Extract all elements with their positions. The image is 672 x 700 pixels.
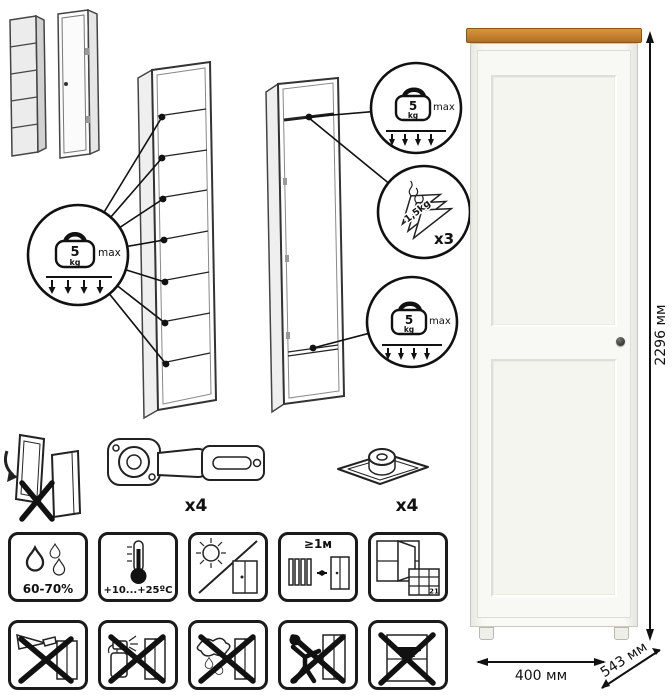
sun-icon (196, 538, 226, 568)
ventilation-pictogram: 21 (368, 532, 448, 602)
wardrobe-body (470, 43, 638, 627)
wardrobe-door (477, 50, 631, 618)
wardrobe-foot-left (479, 627, 494, 640)
rod-cabinet-drawing (265, 76, 346, 414)
thermometer-icon (127, 540, 147, 584)
mini-wardrobe-closed-icon (57, 8, 100, 159)
wardrobe-icon (232, 560, 258, 594)
no-direct-sunlight-pictogram (188, 532, 268, 602)
wardrobe-door-panel-upper (491, 75, 617, 327)
load-arrows-icon (389, 134, 434, 146)
width-dimension-arrow (476, 658, 606, 666)
humidity-label: 60-70% (22, 582, 74, 596)
hanger-count-label: x3 (434, 230, 454, 248)
weight-unit: kg (408, 111, 418, 120)
mounting-foot-icon (337, 448, 429, 485)
heat-distance-label: ≥1м (303, 537, 333, 551)
kettlebell-icon: 5 kg (394, 87, 432, 122)
height-dimension-label: 2296 мм (653, 304, 669, 366)
heat-distance-pictogram: ≥1м (278, 532, 358, 602)
wardrobe-knob (616, 337, 625, 346)
weight-unit: kg (69, 258, 80, 267)
weight-value: 5 (405, 313, 413, 327)
radiator-icon (288, 558, 312, 586)
width-dimension-label: 400 мм (514, 668, 568, 684)
callout-dots (158, 113, 317, 368)
load-arrows-icon (48, 280, 104, 294)
hinge-icon (107, 438, 265, 486)
distance-arrow-icon (317, 570, 327, 576)
mini-wardrobe-open-icon (9, 14, 47, 157)
shelf-cabinet-drawing (137, 60, 218, 420)
bottom-shelf-max-load-callout: 5 kg max (365, 275, 459, 369)
foot-quantity-label: x4 (396, 496, 419, 516)
wardrobe-icon (56, 640, 78, 680)
load-arrows-icon (385, 348, 430, 360)
kettlebell-icon: 5 kg (390, 301, 428, 336)
assembly-diagram: 5 kg max 5 kg max (9, 8, 470, 420)
no-wet-cloth-pictogram (188, 620, 268, 690)
hinge-quantity-label: x4 (185, 496, 208, 516)
window-icon (376, 539, 420, 583)
calendar-icon: 21 (408, 568, 440, 596)
hardware-row: x4 x4 (4, 433, 429, 522)
max-label: max (98, 247, 121, 259)
weight-unit: kg (404, 325, 414, 334)
weight-value: 5 (70, 245, 79, 260)
depth-dimension-label: 543 мм (597, 639, 651, 681)
no-heavy-load-pictogram (368, 620, 448, 690)
no-sharp-tools-pictogram (8, 620, 88, 690)
top-shelf-max-load-callout: 5 kg max (369, 61, 463, 155)
no-spray-pictogram (98, 620, 178, 690)
hanger-icon (401, 180, 454, 241)
max-label: max (433, 102, 455, 113)
hanger-load-callout: 1,5kg x3 (376, 164, 470, 260)
temperature-pictogram: +10...+25ºC (98, 532, 178, 602)
calendar-day-label: 21 (429, 588, 439, 596)
max-label: max (429, 316, 451, 327)
temperature-label: +10...+25ºC (103, 585, 173, 596)
product-wardrobe-render (466, 28, 642, 640)
wardrobe-top-board (466, 28, 642, 43)
kettlebell-icon: 5 kg (54, 232, 96, 269)
wardrobe-door-panel-lower (491, 359, 617, 597)
no-dragging-pictogram (278, 620, 358, 690)
shelves-max-load-callout: 5 kg max (26, 203, 130, 307)
weight-value: 5 (409, 99, 417, 113)
wardrobe-foot-right (614, 627, 629, 640)
water-drops-icon (25, 542, 66, 576)
wardrobe-icon (330, 556, 350, 590)
door-handling-warning-icon (4, 433, 82, 522)
humidity-pictogram: 60-70% (8, 532, 88, 602)
